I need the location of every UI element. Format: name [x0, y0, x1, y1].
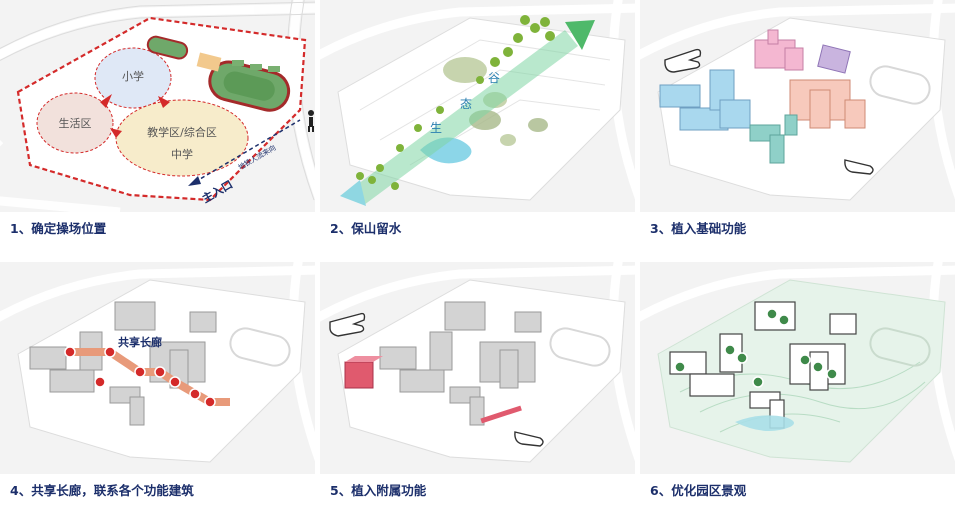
eco-valley-char-2: 态	[460, 97, 472, 111]
site-plan-3	[640, 0, 955, 212]
diagram-step-1: 小学 生活区 教学区/综合区 中学 主入口 地铁人流来向 1、确定操场位置	[0, 0, 315, 250]
zone-label-teaching: 教学区/综合区	[147, 125, 217, 139]
diagram-step-4: 共享长廊 4、共享长廊，联系各个功能建筑	[0, 262, 315, 512]
diagram-step-5: 5、植入附属功能	[320, 262, 635, 512]
site-plan-4: 共享长廊	[0, 262, 315, 474]
eco-valley-char-3: 谷	[488, 71, 500, 85]
diagram-step-3: 3、植入基础功能	[640, 0, 955, 250]
caption-step-5: 5、植入附属功能	[330, 483, 427, 498]
site-plan-1: 小学 生活区 教学区/综合区 中学 主入口 地铁人流来向	[0, 0, 315, 212]
eco-valley-char-1: 生	[430, 121, 442, 135]
diagram-step-2: 生 态 谷 2、保山留水	[320, 0, 635, 250]
zone-label-middle: 中学	[171, 147, 193, 161]
caption-step-1: 1、确定操场位置	[10, 221, 107, 236]
caption-step-2: 2、保山留水	[330, 221, 402, 236]
zone-label-living: 生活区	[59, 116, 92, 130]
caption-step-3: 3、植入基础功能	[650, 221, 747, 236]
caption-step-4: 4、共享长廊，联系各个功能建筑	[10, 483, 194, 498]
zone-label-primary: 小学	[122, 69, 144, 83]
shared-corridor-label: 共享长廊	[118, 335, 162, 349]
site-plan-5	[320, 262, 635, 474]
site-plan-2: 生 态 谷	[320, 0, 635, 212]
diagram-step-6: 6、优化园区景观	[640, 262, 955, 512]
site-plan-6	[640, 262, 955, 474]
caption-step-6: 6、优化园区景观	[650, 483, 747, 498]
